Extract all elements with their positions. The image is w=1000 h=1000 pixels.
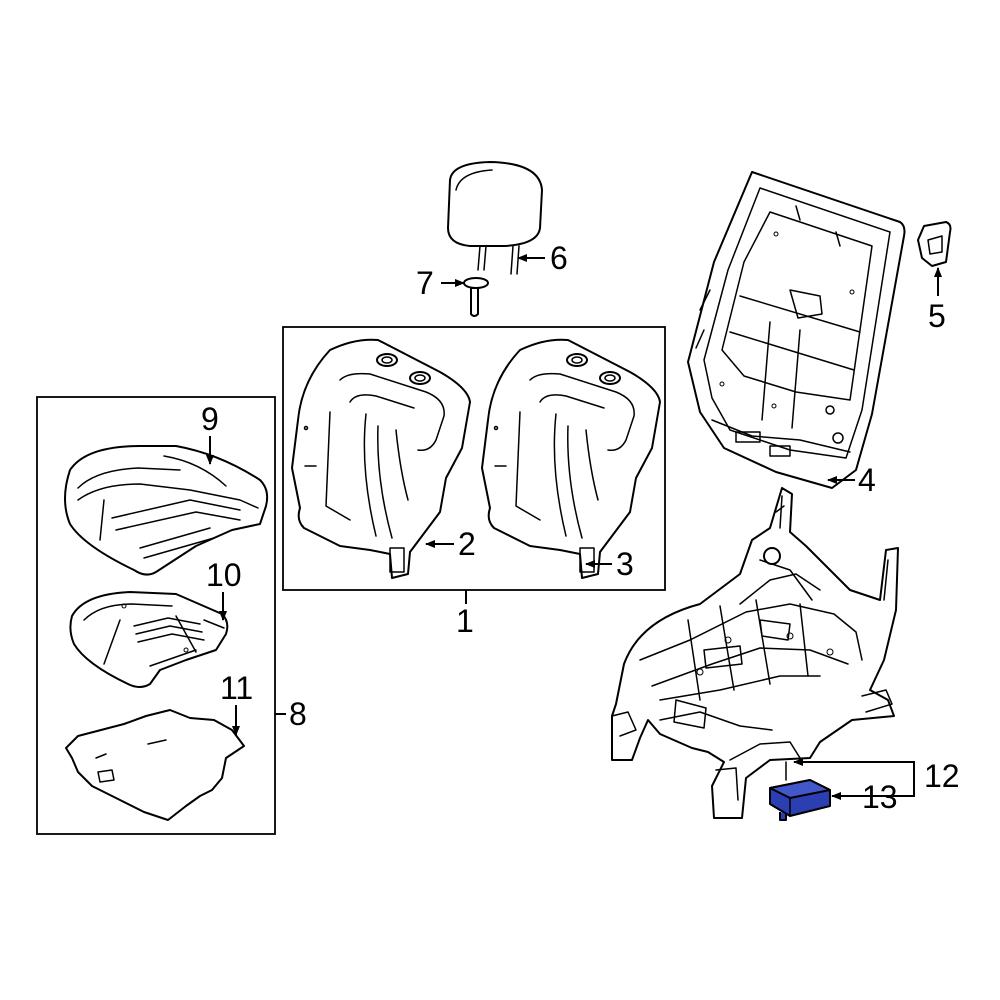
seat-frame-assembly[interactable] (611, 487, 899, 819)
seat-cushion-insulator[interactable] (65, 709, 245, 821)
callout-4: 4 (858, 462, 876, 498)
callout-1: 1 (456, 603, 474, 639)
callout-6: 6 (550, 240, 568, 276)
callout-3: 3 (616, 546, 634, 582)
headrest-guide[interactable] (463, 277, 489, 317)
seat-back-cover-left[interactable] (291, 338, 471, 579)
callout-10: 10 (206, 557, 242, 593)
seat-control-module[interactable] (769, 761, 831, 821)
seat-back-cover-right[interactable] (481, 338, 661, 579)
callout-13: 13 (862, 779, 898, 815)
callout-8: 8 (289, 696, 307, 732)
callout-9: 9 (201, 401, 219, 437)
leader-lines (206, 254, 942, 800)
seat-cushion-group-box (36, 396, 276, 835)
callout-12: 12 (924, 758, 960, 794)
callout-11: 11 (220, 670, 253, 706)
seat-cushion-pad[interactable] (69, 591, 229, 688)
callout-5: 5 (928, 298, 946, 334)
callout-labels: 1 2 3 4 5 6 7 8 9 10 11 12 13 (201, 240, 960, 815)
seat-cushion-cover[interactable] (64, 445, 269, 576)
latch-cover[interactable] (917, 221, 952, 267)
callout-2: 2 (458, 526, 476, 562)
seat-back-cover-group-box (282, 326, 666, 591)
headrest[interactable] (447, 161, 543, 275)
seat-back-frame[interactable] (687, 171, 906, 489)
callout-7: 7 (416, 265, 434, 301)
